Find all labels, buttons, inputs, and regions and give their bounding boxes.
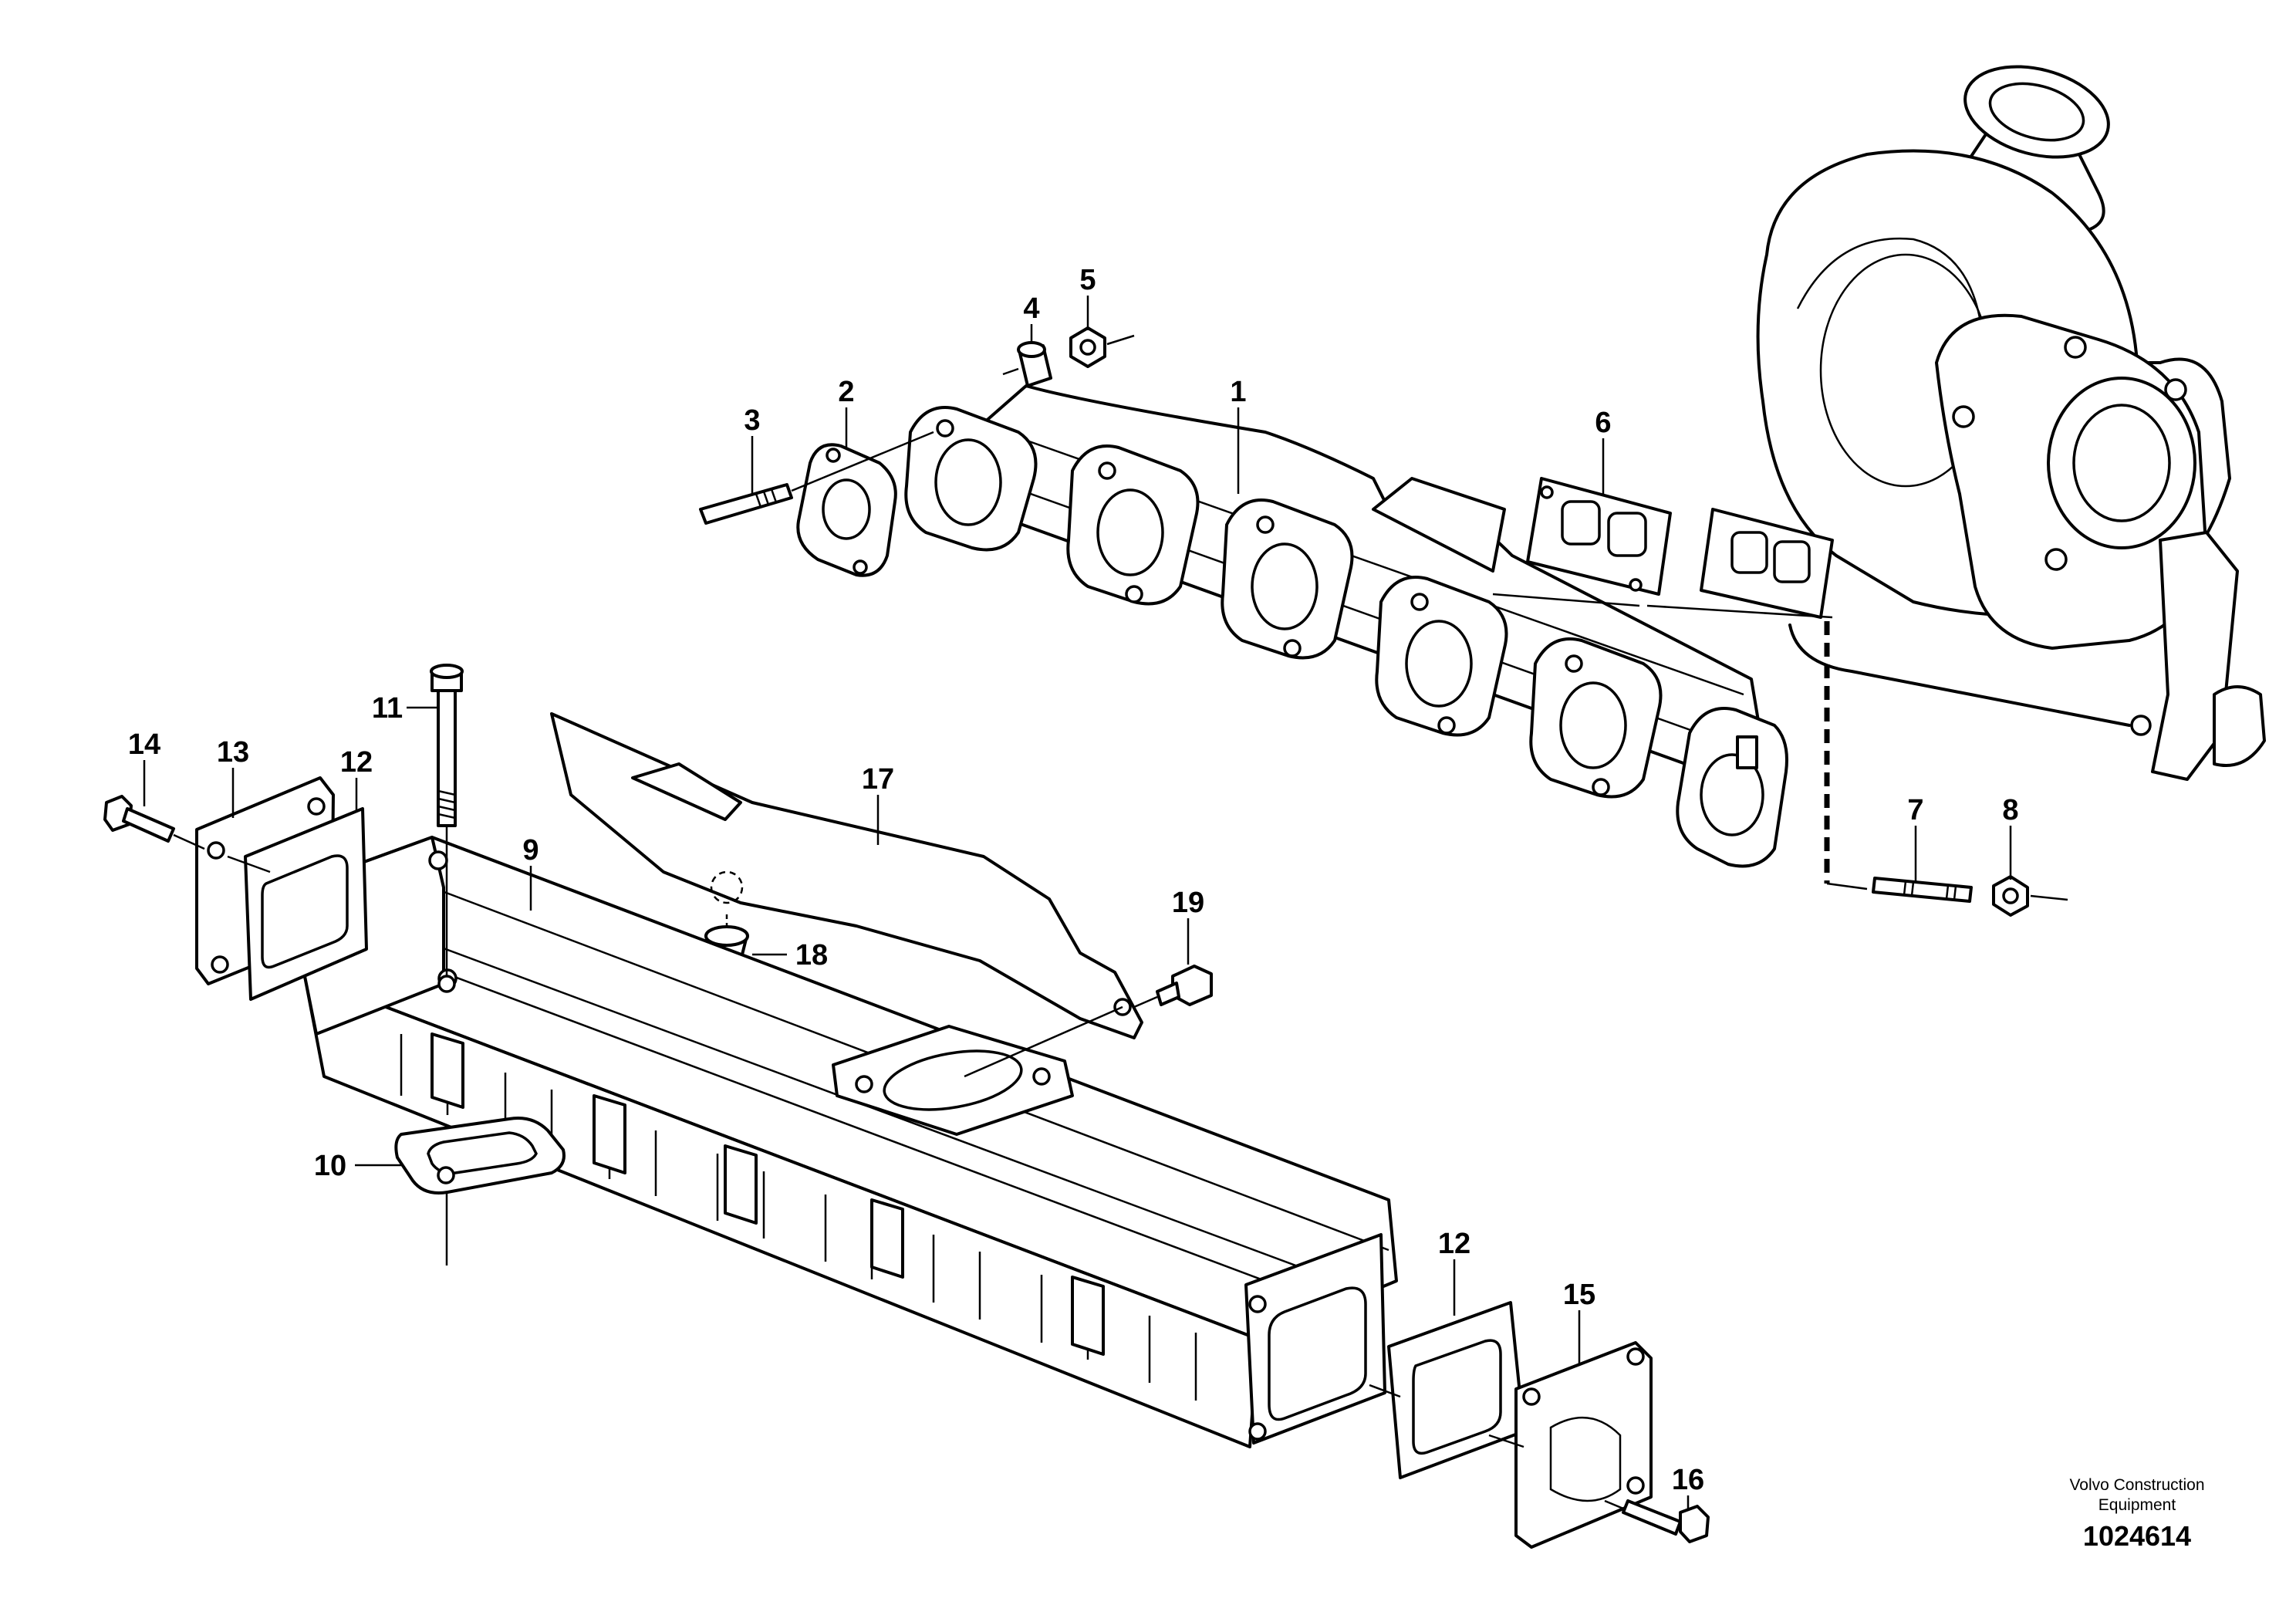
callout-19: 19: [1172, 887, 1204, 919]
end-cover-bolt-right: [1622, 1499, 1710, 1543]
callout-labels: 1 2 3 4 5 6 7 8 9 10 11 12 12 13 14 15 1…: [128, 264, 2019, 1496]
spacer-sleeve: [1017, 341, 1052, 387]
turbocharger: [1700, 65, 2266, 781]
callout-17: 17: [862, 763, 894, 796]
callout-4: 4: [1023, 292, 1039, 325]
callout-5: 5: [1079, 264, 1096, 296]
callout-15: 15: [1563, 1279, 1595, 1311]
manifold-port-1: [904, 406, 1038, 552]
manifold-port-2: [1066, 444, 1200, 606]
callout-6: 6: [1595, 407, 1611, 439]
callout-13: 13: [217, 736, 249, 769]
callout-11: 11: [372, 692, 403, 725]
callout-7: 7: [1907, 794, 1923, 826]
turbo-nut: [1992, 875, 2029, 917]
callout-16: 16: [1672, 1464, 1704, 1496]
end-gasket-right: [1387, 1301, 1525, 1479]
stud: [699, 483, 793, 525]
long-bolt: [430, 664, 464, 827]
callout-12-left: 12: [340, 746, 373, 779]
callout-2: 2: [838, 376, 854, 408]
callout-12-right: 12: [1438, 1228, 1470, 1260]
manifold-port-3: [1221, 498, 1354, 660]
manifold-gasket: [796, 443, 897, 577]
manufacturer-line-1: Volvo Construction: [2069, 1476, 2205, 1494]
callout-14: 14: [128, 728, 160, 761]
turbo-gasket: [1526, 477, 1672, 596]
callout-10: 10: [314, 1150, 346, 1182]
end-cover-right: [1514, 1341, 1653, 1549]
manufacturer-caption: Volvo Construction Equipment: [2006, 1475, 2268, 1516]
riser-gasket: [394, 1117, 566, 1195]
turbo-stud: [1872, 877, 1973, 903]
callout-1: 1: [1230, 376, 1246, 408]
flange-nut: [1069, 326, 1106, 368]
end-cover-bolt-left: [103, 795, 175, 843]
callout-8: 8: [2002, 794, 2018, 826]
intake-manifold: [303, 836, 1398, 1448]
callout-leaders: [143, 296, 2012, 1509]
manifold-port-5: [1529, 637, 1663, 799]
callout-3: 3: [744, 404, 760, 437]
end-gasket-left: [244, 807, 368, 1001]
figure-number: 1024614: [2082, 1520, 2192, 1552]
manufacturer-line-2: Equipment: [2098, 1496, 2176, 1514]
shield-bolt: [1156, 965, 1213, 1006]
manifold-ribs: [400, 1032, 1197, 1401]
manifold-port-4: [1375, 576, 1508, 737]
manifold-port-6: [1676, 707, 1788, 868]
grommet: [704, 925, 749, 962]
exhaust-manifold: [904, 384, 1788, 868]
callout-9: 9: [522, 834, 539, 867]
callout-18: 18: [795, 939, 828, 972]
